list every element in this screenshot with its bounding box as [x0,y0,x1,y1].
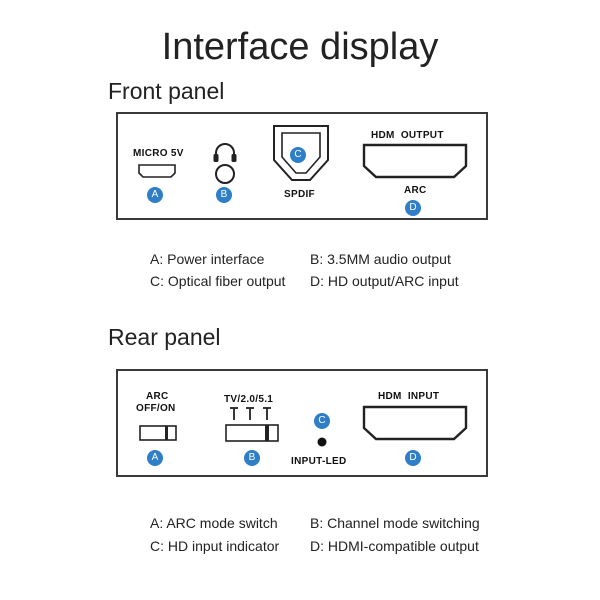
hdmi-output-label: HDM OUTPUT [371,130,444,141]
front-badge-a: A [147,187,163,203]
micro-usb-port-icon [138,164,176,178]
rear-badge-b: B [244,450,260,466]
rear-badge-d: D [405,450,421,466]
front-legend-b: B: 3.5MM audio output [310,251,451,267]
hdmi-input-port-icon [362,405,468,441]
channel-slide-switch-icon [225,424,279,442]
rear-badge-c: C [314,413,330,429]
rear-legend-a: A: ARC mode switch [150,515,278,531]
rear-badge-a: A [147,450,163,466]
rear-legend-c: C: HD input indicator [150,538,280,554]
front-badge-b: B [216,187,232,203]
spdif-label: SPDIF [284,189,315,200]
arc-label: ARC [404,185,427,196]
front-badge-d: D [405,200,421,216]
front-legend-a: A: Power interface [150,251,265,267]
arc-toggle-switch-icon [139,425,177,441]
page-title: Interface display [161,26,439,68]
arc-switch-label: ARC [146,391,169,402]
front-legend-c: C: Optical fiber output [150,273,286,289]
input-led-label: INPUT-LED [291,456,347,467]
rear-legend-b: B: Channel mode switching [310,515,480,531]
front-panel-heading: Front panel [108,78,225,104]
channel-position-arrows-icon [230,407,271,420]
headphone-icon [213,143,237,162]
rear-legend-d: D: HDMI-compatible output [310,538,479,554]
audio-jack-icon [215,164,235,184]
front-legend-d: D: HD output/ARC input [310,273,459,289]
micro-5v-label: MICRO 5V [133,148,184,159]
hdmi-output-port-icon [362,143,468,179]
hdmi-input-label: HDM INPUT [378,391,440,402]
input-led-icon [317,437,327,447]
rear-panel-heading: Rear panel [108,324,221,350]
arc-off-on-label: OFF/ON [136,403,176,414]
channel-mode-label: TV/2.0/5.1 [224,394,274,405]
front-badge-c: C [290,147,306,163]
